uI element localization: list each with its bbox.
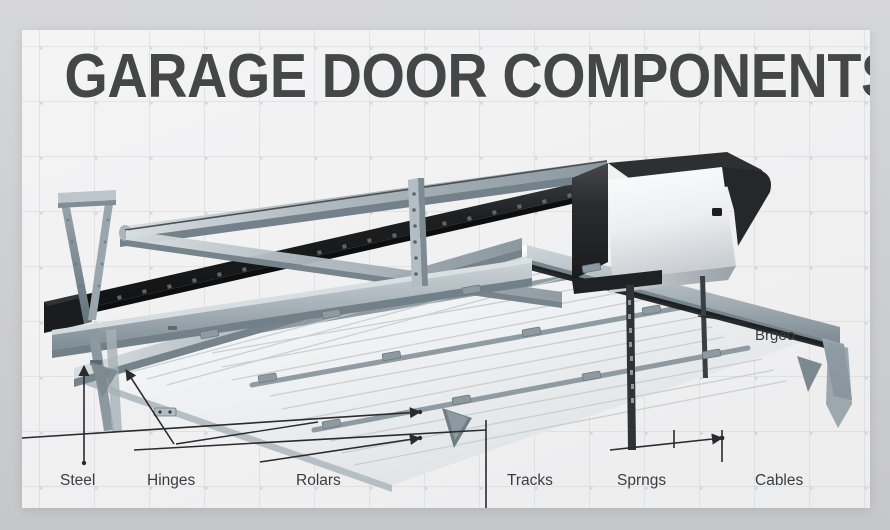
bottom-door-brackets [90,356,822,448]
label-springs: Sprngs [617,472,667,489]
label-steel: Steel [60,472,96,489]
label-opener: Brgeo [755,327,796,344]
page-title: GARAGE DOOR COMPONENTS [64,42,870,111]
roller-hinge-hardware [90,262,722,430]
hinge-detail-plate [153,407,177,417]
perforated-hanger-strap [408,178,428,288]
label-cables: Cables [755,472,804,489]
label-hinges: Hinges [147,472,196,489]
garage-door-illustration [22,152,852,508]
lift-cable [124,160,608,231]
poster-panel: GARAGE DOOR COMPONENTS [22,30,870,508]
opener-rail-track [44,176,607,333]
label-tracks: Tracks [507,472,553,489]
callout-leader-lines [22,315,749,508]
garage-door-opener-motor-housing [572,152,771,294]
label-rollers: Rolars [296,472,341,489]
leader-endpoint-dots [417,409,725,441]
